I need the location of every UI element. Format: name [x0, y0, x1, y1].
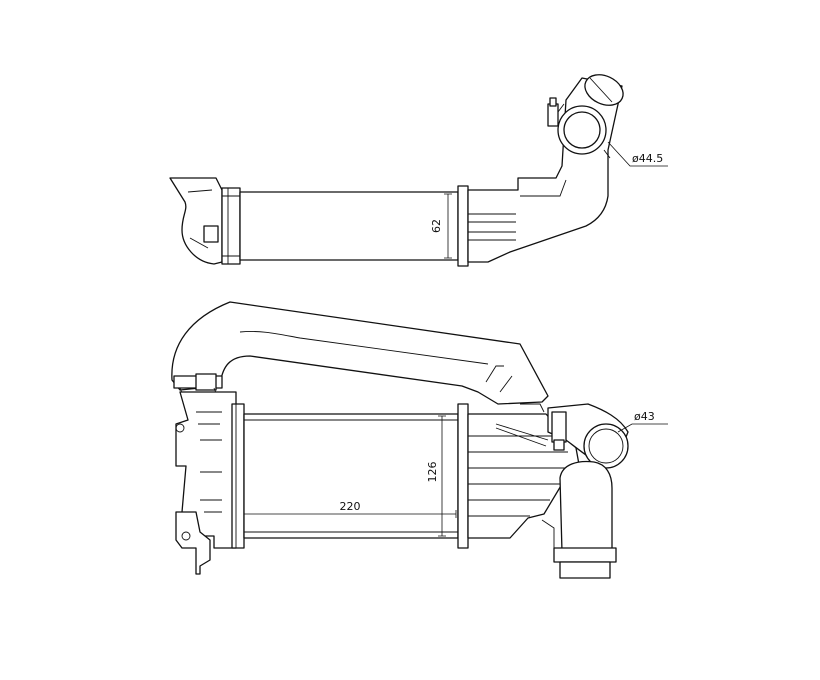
front-core	[243, 413, 459, 539]
top-height-dimension	[444, 193, 452, 259]
top-right-tank	[457, 185, 469, 267]
top-port-inner	[563, 111, 601, 149]
top-core	[239, 191, 459, 261]
front-lower-bracket	[175, 511, 211, 575]
front-height-dimension	[438, 415, 446, 537]
front-diameter-leader	[617, 423, 668, 433]
front-right-tank	[457, 403, 469, 549]
top-diameter-leader	[607, 141, 668, 167]
top-outlet-duct	[467, 77, 623, 263]
front-height-label: 126	[426, 462, 439, 483]
top-left-clip	[203, 225, 219, 243]
front-width-dimension	[243, 510, 457, 518]
top-clamp-screw	[547, 103, 559, 127]
front-width-label: 220	[340, 500, 361, 513]
front-lower-pipe-collar	[553, 547, 617, 563]
front-sensor	[551, 411, 567, 443]
top-height-label: 62	[430, 219, 443, 233]
top-view: 62 ø44.5	[169, 74, 668, 267]
front-view: 220 126 ø43	[171, 301, 668, 579]
top-left-tank	[221, 187, 241, 265]
front-inlet-hose	[171, 301, 549, 405]
top-diameter-label: ø44.5	[632, 152, 663, 165]
front-diameter-label: ø43	[634, 410, 655, 423]
front-left-tank	[231, 403, 245, 549]
front-lower-pipe	[559, 460, 613, 553]
